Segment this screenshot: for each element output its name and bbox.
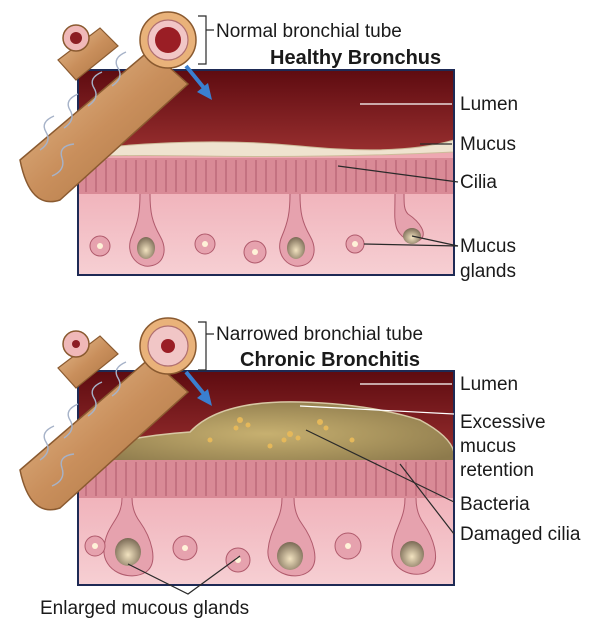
healthy-lumen-label: Lumen [460, 94, 518, 115]
chronic-excess-label-line2: mucus [460, 436, 516, 457]
chronic-enlarged-glands-label: Enlarged mucous glands [40, 598, 249, 619]
healthy-glands-label-line2: glands [460, 261, 516, 282]
healthy-panel: Normal bronchial tube Healthy Bronchus L… [20, 12, 518, 282]
chronic-damaged-cilia-label: Damaged cilia [460, 524, 581, 545]
chronic-lumen-label: Lumen [460, 374, 518, 395]
chronic-panel: Narrowed bronchial tube Chronic Bronchit… [20, 318, 581, 619]
healthy-title: Healthy Bronchus [270, 47, 441, 69]
chronic-tube-label: Narrowed bronchial tube [216, 324, 423, 345]
healthy-tube-label: Normal bronchial tube [216, 21, 402, 42]
chronic-title: Chronic Bronchitis [240, 349, 420, 371]
chronic-excess-label-line1: Excessive [460, 412, 546, 433]
chronic-bacteria-label: Bacteria [460, 494, 530, 515]
healthy-glands-label-line1: Mucus [460, 236, 516, 257]
healthy-mucus-label: Mucus [460, 134, 516, 155]
healthy-cilia-label: Cilia [460, 172, 497, 193]
chronic-excess-label-line3: retention [460, 460, 534, 481]
